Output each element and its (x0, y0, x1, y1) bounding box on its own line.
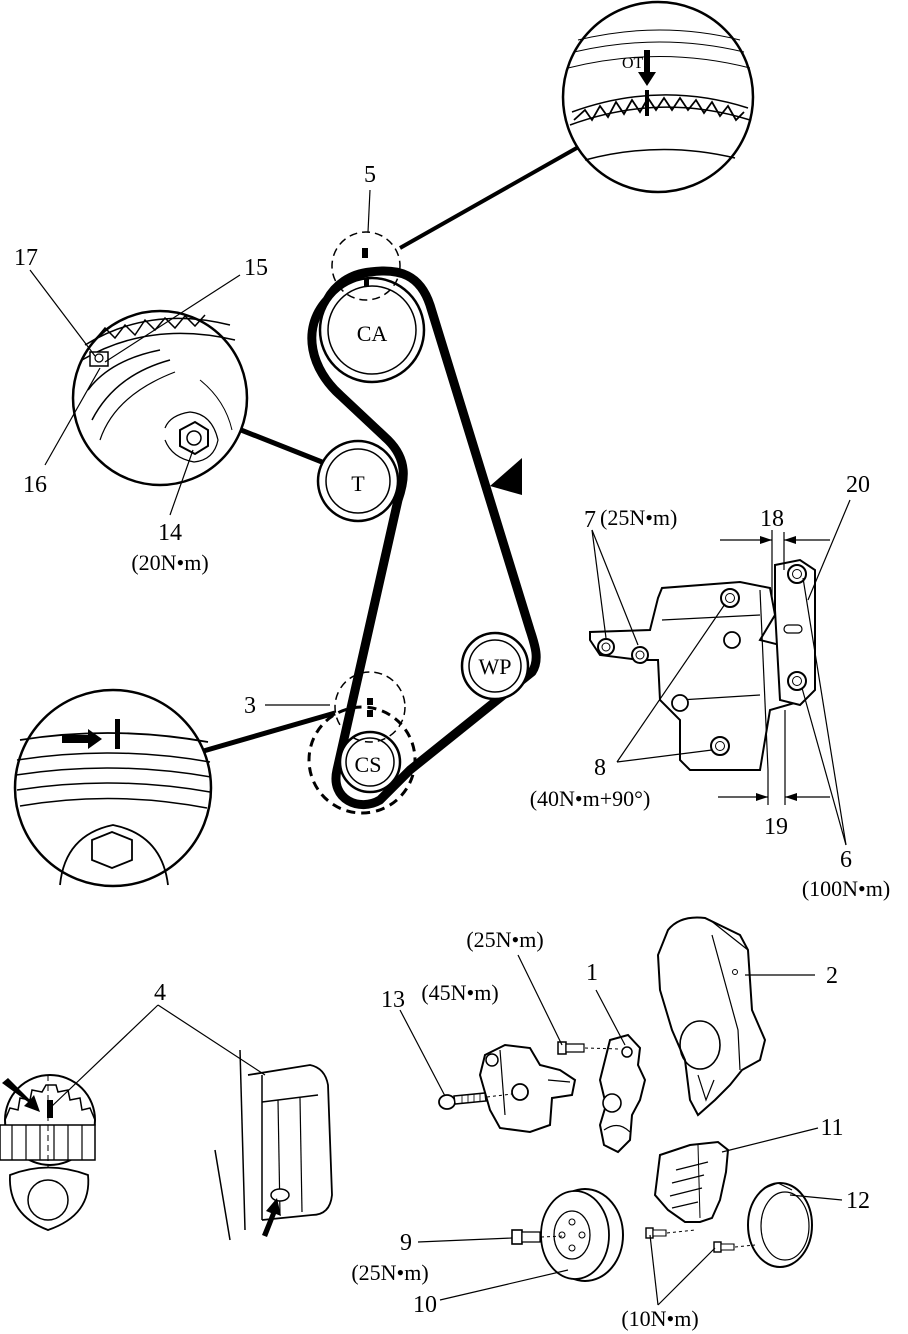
engine-mount-part (478, 1043, 577, 1134)
label-14: 14 (158, 520, 182, 546)
label-17: 17 (14, 245, 38, 271)
torque-7: (25N•m) (600, 505, 677, 530)
label-20: 20 (846, 472, 870, 498)
lower-timing-cover (653, 1140, 730, 1223)
water-pump-pulley: WP (460, 631, 530, 701)
label-6: 6 (840, 847, 852, 873)
crankshaft-detail-view (13, 688, 336, 888)
tensioner-pulley-label: T (351, 471, 365, 496)
crankshaft-pulley-part (540, 1188, 624, 1282)
camshaft-pulley-label: CA (357, 321, 388, 346)
crankshaft-pulley: CS (307, 705, 417, 815)
camshaft-pulley: CA (318, 276, 426, 384)
timing-belt (307, 266, 541, 809)
crank-timing-mark-lower (367, 710, 373, 717)
crankshaft-pulley-label: CS (355, 752, 382, 777)
bolt-13-icon (438, 1092, 513, 1110)
torque-bolt-small: (25N•m) (466, 927, 543, 952)
engine-block-mark-sketch (214, 1049, 333, 1241)
torque-8: (40N•m+90°) (530, 786, 651, 811)
torque-14: (20N•m) (131, 550, 208, 575)
torque-6: (100N•m) (802, 876, 890, 901)
label-8: 8 (594, 755, 606, 781)
tensioner-detail-view (71, 309, 323, 487)
label-11: 11 (820, 1115, 843, 1141)
camshaft-mark-detail-circle (331, 231, 401, 301)
block-arrow-icon (262, 1198, 281, 1237)
label-12: 12 (846, 1188, 870, 1214)
label-3: 3 (244, 693, 256, 719)
sprocket-arrow-icon (2, 1078, 40, 1112)
crank-timing-mark-upper (367, 698, 373, 705)
camshaft-timing-mark (362, 248, 368, 258)
label-5: 5 (364, 162, 376, 188)
camshaft-pulley-mark (364, 278, 369, 287)
label-15: 15 (244, 255, 268, 281)
label-19: 19 (764, 814, 788, 840)
leader-lines (29, 189, 851, 1306)
label-18: 18 (760, 506, 784, 532)
label-13: 13 (381, 987, 405, 1013)
crank-arrow-icon (62, 729, 102, 749)
water-pump-pulley-label: WP (479, 654, 512, 679)
label-16: 16 (23, 472, 47, 498)
crank-sprocket-detail (0, 1074, 96, 1235)
label-9: 9 (400, 1230, 412, 1256)
tensioner-part (598, 1033, 647, 1154)
ot-detail-view: OT (399, 0, 755, 250)
ot-arrow-icon (638, 50, 656, 86)
tensioner-bolt-icon (179, 420, 209, 456)
torque-9: (25N•m) (351, 1260, 428, 1285)
tensioner-pulley: T (316, 439, 400, 523)
label-10: 10 (413, 1292, 437, 1318)
label-7: 7 (584, 507, 596, 533)
label-4: 4 (154, 980, 166, 1006)
cover-bolts-icon (645, 1227, 756, 1253)
upper-timing-cover (656, 916, 767, 1117)
ot-mark-label: OT (622, 55, 644, 72)
rotation-direction-arrow (490, 458, 522, 495)
torque-13: (45N•m) (421, 980, 498, 1005)
cover-plate (747, 1182, 813, 1268)
crankshaft-mark-detail-circle (334, 671, 406, 743)
label-1: 1 (586, 960, 598, 986)
torque-cover-bolts: (10N•m) (621, 1306, 698, 1331)
bolt-9-icon (511, 1229, 566, 1245)
bolt-small-icon (557, 1041, 621, 1055)
label-2: 2 (826, 963, 838, 989)
engine-mount-bracket (589, 530, 830, 805)
